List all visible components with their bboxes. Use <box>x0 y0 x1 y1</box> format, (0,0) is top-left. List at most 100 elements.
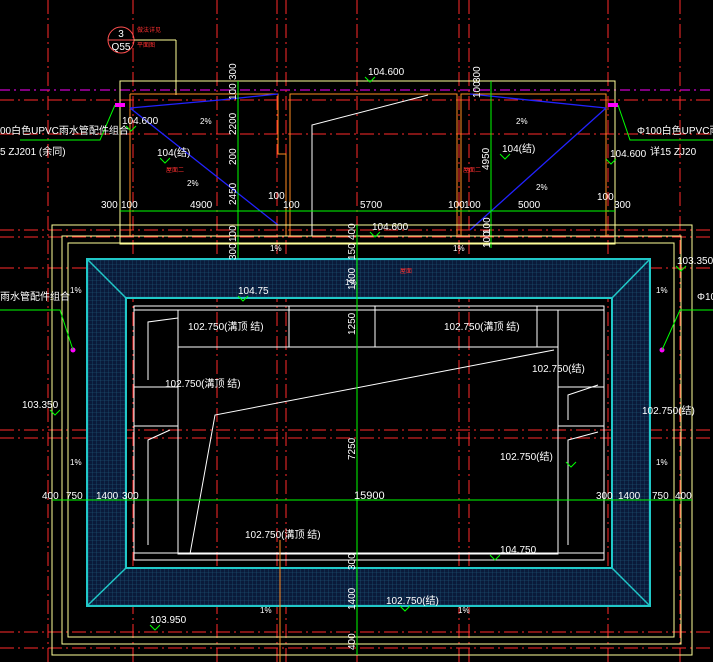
slope-line-4 <box>469 107 607 231</box>
elev-104-600-mid: 104.600 <box>372 222 409 233</box>
slope-1pct-c: 1% <box>70 286 82 295</box>
std-note-left: 5 ZJ201 (余同) <box>0 145 66 158</box>
elev-marker-7 <box>237 295 249 302</box>
dim-100-r: 100 <box>597 192 614 203</box>
dim-400-h2: 400 <box>675 491 692 502</box>
pool-outer-edge <box>86 258 651 607</box>
pool-corner-tl <box>86 258 127 299</box>
elev-marker-13 <box>489 554 501 561</box>
std-note-right: 详15 ZJ20 <box>650 145 697 158</box>
dim-750-h2: 750 <box>652 491 669 502</box>
leader-lower-left <box>0 309 74 351</box>
slope-1pct-e: 1% <box>70 458 82 467</box>
pool-inner-edge <box>125 297 613 569</box>
slope-2pct-b: 2% <box>187 179 199 188</box>
pool-corner-tr <box>611 258 651 299</box>
elev-marker-11 <box>399 605 411 612</box>
slope-line-2 <box>129 107 279 226</box>
elev-104-600-left: 104.600 <box>122 116 159 127</box>
dim-100-c: 100 <box>448 200 465 211</box>
elevation-markers <box>49 76 687 631</box>
dim-100-top: 100 <box>228 83 239 100</box>
elev-103-350-l: 103.350 <box>22 400 59 411</box>
dim-100-a: 100 <box>268 191 285 202</box>
leader-lower-right <box>661 309 713 351</box>
elev-102-750-g: 102.750(结) <box>386 594 439 607</box>
dim-1250-v: 1250 <box>347 312 358 335</box>
dim-1400-v2: 1400 <box>347 587 358 610</box>
dim-400-v2: 400 <box>347 633 358 650</box>
elev-marker-6 <box>499 153 511 160</box>
elev-marker-2 <box>369 231 381 238</box>
dim-100-l: 100 <box>121 200 138 211</box>
basin-sketch-2 <box>147 429 171 545</box>
dim-1400-h2: 1400 <box>618 491 641 502</box>
basin-sketch-1 <box>147 317 179 380</box>
elev-102-750-h: 102.750(溝顶 结) <box>165 377 241 390</box>
elev-104-75: 104.75 <box>238 286 269 297</box>
stair-sketch <box>311 94 429 236</box>
room-label-2: 屋面二 <box>463 167 481 174</box>
basin-sketch-4 <box>567 431 599 545</box>
callout-note-1: 做法详见 <box>137 26 161 34</box>
dim-750-h: 750 <box>66 491 83 502</box>
elev-marker-4 <box>605 158 617 165</box>
callout-note-2: 平面图 <box>137 42 155 49</box>
elev-102-750-c: 102.750(溝顶 结) <box>245 528 321 541</box>
slope-1pct-d: 1% <box>656 286 668 295</box>
callout-sheet: Q55 <box>112 42 131 53</box>
elev-102-750-b: 102.750(溝顶 结) <box>444 320 520 333</box>
dim-2450: 2450 <box>228 182 239 205</box>
elev-marker-9 <box>49 409 61 416</box>
dim-4950: 4950 <box>481 147 492 170</box>
pool-tile-border <box>87 259 650 606</box>
elev-marker-1 <box>364 76 376 83</box>
elev-104-600-right: 104.600 <box>610 149 647 160</box>
dim-100-rt: 100 <box>472 81 483 98</box>
upper-outer-wall <box>119 80 616 245</box>
lower-outer-wall-3 <box>67 242 675 638</box>
dim-100-m1: 100 <box>482 231 493 248</box>
pool-corner-br <box>611 567 651 607</box>
dim-5000: 5000 <box>518 200 541 211</box>
slope-1pct-b: 1% <box>453 244 465 253</box>
section-callout[interactable]: 3 Q55 做法详见 平面图 <box>107 26 177 95</box>
drain-right <box>608 103 618 107</box>
dim-300-m1: 300 <box>228 243 239 260</box>
dim-100-d: 100 <box>464 200 481 211</box>
slope-1pct-h: 1% <box>458 606 470 615</box>
slope-2pct-c: 2% <box>516 117 528 126</box>
lower-outer-wall-1 <box>51 224 693 656</box>
elev-103-350-tr: 103.350 <box>677 256 713 267</box>
pool-corner-bl <box>86 567 127 607</box>
leader-left-pipe <box>20 104 116 141</box>
slope-1pct-g: 1% <box>260 606 272 615</box>
dim-400-v: 400 <box>347 223 358 240</box>
dim-150-v: 150 <box>347 243 358 260</box>
dim-15900: 15900 <box>354 490 385 502</box>
room-label-3: 屋面 <box>400 268 412 275</box>
drain-left <box>115 103 125 107</box>
elev-104-600-top: 104.600 <box>368 67 405 78</box>
elev-marker-8 <box>675 265 687 272</box>
dim-300-v2: 300 <box>347 553 358 570</box>
lower-pool-block <box>0 224 713 662</box>
slope-1pct-i: 1% <box>345 278 357 287</box>
elev-marker-12 <box>565 461 577 468</box>
dim-1400-v: 1400 <box>347 267 358 290</box>
dim-2200: 2200 <box>228 112 239 135</box>
dim-100-v: 100 <box>228 225 239 242</box>
pipe-note-right: Φ100白色UPVC雨水 <box>637 124 713 137</box>
dim-300-rt: 300 <box>472 66 483 83</box>
elev-102-750-f: 102.750(结) <box>500 450 553 463</box>
elev-103-950: 103.950 <box>150 615 187 626</box>
callout-number: 3 <box>118 29 124 40</box>
annotations: 104.600 104.600 104.600 104.600 104(结) 1… <box>0 67 713 626</box>
dim-5700: 5700 <box>360 200 383 211</box>
pipe-note-left: 00白色UPVC雨水管配件组合 <box>0 124 129 137</box>
dim-400-h: 400 <box>42 491 59 502</box>
dimensions: 300 100 2200 200 2450 100 4950 300 100 3… <box>42 63 692 650</box>
dim-300-l: 300 <box>101 200 118 211</box>
